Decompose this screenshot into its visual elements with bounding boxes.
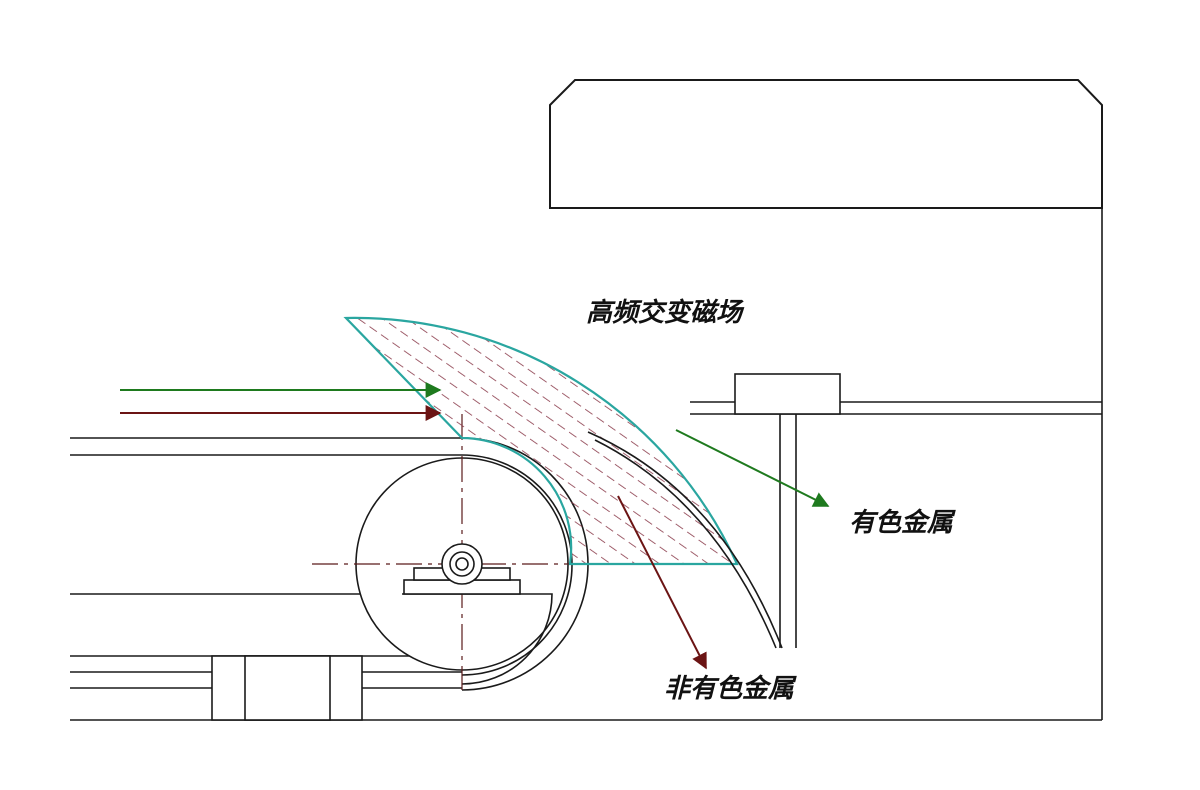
ferrous-metal-label: 非有色金属 — [664, 674, 795, 704]
magnetic-field-sector — [343, 316, 739, 566]
belt-support — [211, 655, 363, 721]
ferrous-trajectory-arrow — [617, 495, 707, 670]
right-frame — [70, 208, 1103, 721]
nonferrous-trajectory-arrow — [675, 429, 830, 507]
splitter-plate — [587, 431, 783, 649]
housing-box — [549, 79, 1103, 209]
magnetic-field-label: 高频交变磁场 — [586, 298, 743, 328]
bearing-block — [403, 543, 521, 595]
nonferrous-metal-label: 有色金属 — [849, 508, 954, 538]
